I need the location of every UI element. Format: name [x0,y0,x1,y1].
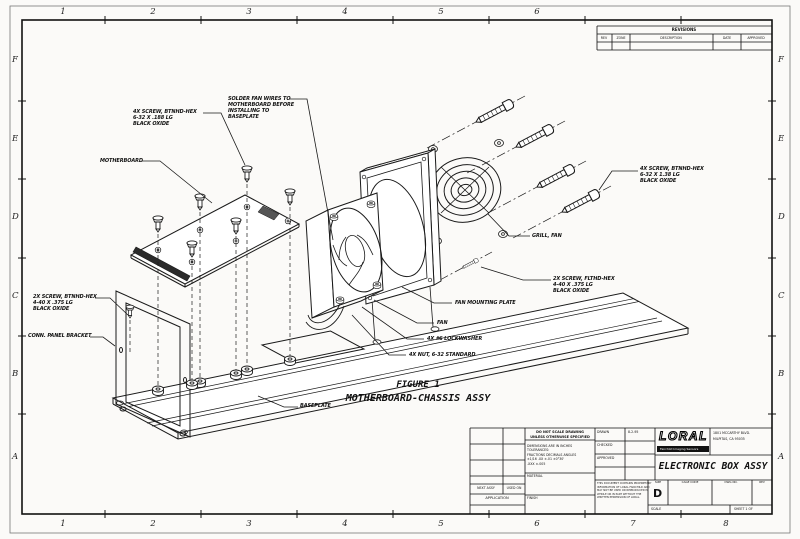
approved-label: APPROVED [597,456,615,460]
zone-left-a: A [12,452,19,462]
zone-top-2: 2 [150,7,156,17]
drawing-title: ELECTRONIC BOX ASSY [658,461,768,472]
fan-wires [305,303,345,330]
zone-left-e: E [12,134,19,144]
revisions-col-approved: APPROVED [747,36,765,40]
revisions-table-lines [596,25,772,51]
company-address-1: 1801 MCCARTHY BLVD. [713,431,751,435]
zone-left-c: C [12,291,19,301]
zone-left-d: D [12,212,19,222]
proprietary-note: THIS DOCUMENT CONTAINS PROPRIETARY INFOR… [597,482,652,499]
do-not-scale-note: DO NOT SCALE DRAWING [536,430,584,434]
drawn-label: DRAWN [597,430,610,434]
sheet-borders [9,5,791,534]
baseplate-drawing [111,292,690,440]
callout-bracket: CONN. PANEL BRACKET [28,333,92,339]
sheet-label: SHEET 1 OF [734,507,753,511]
zone-bottom-7: 7 [630,519,636,529]
application-label: APPLICATION [485,496,509,500]
callout-baseplate: BASEPLATE [300,403,331,409]
company-logo: LORAL [658,428,708,443]
zone-bottom-5: 5 [438,519,444,529]
finish-label: FINISH [527,496,538,500]
zone-top-4: 4 [342,7,348,17]
zone-top-1: 1 [60,7,66,17]
revisions-col-rev: REV [600,36,608,40]
callout-lockwasher: 4X #6 LOCKWASHER [427,336,483,342]
size-label: SIZE [654,480,662,484]
flathead-screw [460,257,480,271]
used-on-label: USED ON [506,486,522,490]
zone-right-c: C [778,291,785,301]
bracket-drawing [115,290,191,438]
revisions-col-zone: ZONE [616,36,626,40]
company-logo-subtitle: Fairchild Imaging Sensors [658,446,701,451]
zone-top-6: 6 [534,7,540,17]
callout-fan: FAN [437,320,448,326]
revisions-col-date: DATE [722,36,732,40]
screw-center-lines [426,95,612,281]
zone-top-5: 5 [438,7,444,17]
zone-left-f: F [12,55,18,65]
next-assy-label: NEXT ASSY [477,486,495,490]
zone-ticks [18,16,776,518]
motherboard-drawing [129,194,301,288]
zone-bottom-3: 3 [246,519,252,529]
material-label: MATERIAL [527,474,543,478]
zone-bottom-4: 4 [342,519,348,529]
cage-code-label: CAGE CODE [681,480,699,484]
revisions-col-description: DESCRIPTION [660,36,682,40]
zone-bottom-2: 2 [150,519,156,529]
zone-right-b: B [778,369,785,379]
checked-label: CHECKED [597,443,613,447]
drawing-frame [21,19,773,515]
scale-label: SCALE [651,507,662,511]
dwg-no-label: DWG NO. [724,480,738,484]
zone-right-d: D [778,212,785,222]
callout-nut: 4X NUT, 6-32 STANDARD [409,352,476,358]
long-screws [460,97,602,271]
drawn-date: 8-2-95 [628,430,639,434]
callout-fan-mounting-plate: FAN MOUNTING PLATE [455,300,516,306]
zone-bottom-1: 1 [60,519,66,529]
rev-label: REV [759,480,765,484]
fan-grill-drawing [428,139,508,245]
tolerance-specs: DIMENSIONS ARE IN INCHES TOLERANCES: FRA… [527,444,577,466]
unless-otherwise-note: UNLESS OTHERWISE SPECIFIED [530,435,590,439]
fan-drawing [305,192,384,330]
title-block-lines [469,427,772,514]
zone-right-a: A [778,452,785,462]
callout-grill-fan: GRILL, FAN [532,233,562,239]
zone-top-3: 3 [246,7,252,17]
callout-motherboard: MOTHERBOARD [100,158,143,164]
company-address-2: MILPITAS, CA 95035 [713,437,745,441]
zone-right-e: E [778,134,785,144]
zone-bottom-8: 8 [723,519,729,529]
revisions-title: REVISIONS [671,27,697,32]
bracket-screw [125,304,135,319]
figure-number: FIGURE 1 [396,380,440,390]
zone-right-f: F [778,55,784,65]
zone-left-b: B [12,369,19,379]
size-value: D [653,487,663,500]
screw-projection-lines [157,184,291,386]
figure-title: MOTHERBOARD-CHASSIS ASSY [345,393,491,404]
leader-lines [90,98,638,408]
zone-bottom-6: 6 [534,519,540,529]
